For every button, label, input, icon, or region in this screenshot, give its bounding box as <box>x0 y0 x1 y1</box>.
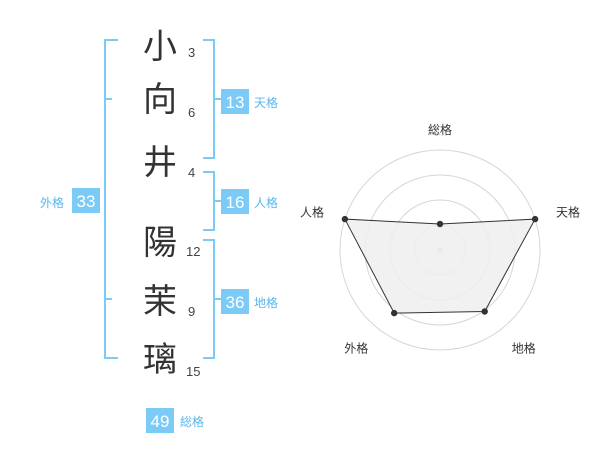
radar-axis-label-4: 外格 <box>344 341 368 356</box>
stroke-count-5: 9 <box>188 304 195 319</box>
chikaku-badge-box <box>221 289 249 314</box>
name-char-2: 向 <box>143 80 177 120</box>
stroke-count-1: 3 <box>188 45 195 60</box>
radar-point-3 <box>481 308 488 315</box>
name-char-4: 陽 <box>143 223 177 263</box>
radar-axis-label-1: 総格 <box>428 122 452 137</box>
radar-point-4 <box>391 309 398 317</box>
chikaku-badge: 36 地格 <box>221 289 278 314</box>
chikaku-value: 36 <box>226 293 245 312</box>
jinkaku-badge-box <box>221 189 249 214</box>
radar-polygon <box>344 218 536 314</box>
jinkaku-bracket <box>203 171 222 231</box>
gaikaku-badge: 外格 33 <box>40 188 100 213</box>
name-char-6: 璃 <box>143 340 177 380</box>
name-column: 小 向 井 陽 茉 璃 <box>143 27 177 380</box>
radar-ring-4 <box>339 149 541 351</box>
radar-axis-label-3: 地格 <box>512 341 536 356</box>
name-char-3: 井 <box>143 143 177 183</box>
radar-point-2 <box>531 215 539 223</box>
name-char-1: 小 <box>143 27 177 67</box>
soukaku-label: 総格 <box>180 414 204 429</box>
radar-axis-label-2: 天格 <box>556 204 580 219</box>
stroke-count-3: 4 <box>188 165 195 180</box>
tenkaku-value: 13 <box>226 93 245 112</box>
chikaku-bracket <box>203 239 222 359</box>
outer-bracket <box>104 39 118 359</box>
chikaku-label: 地格 <box>254 295 278 310</box>
tenkaku-badge-box <box>221 89 249 114</box>
stroke-counts: 3 6 4 12 9 15 <box>186 45 200 379</box>
radar-axis-label-5: 人格 <box>300 204 324 219</box>
radar-point-5 <box>341 215 349 223</box>
jinkaku-badge: 16 人格 <box>221 189 278 214</box>
stroke-count-2: 6 <box>188 105 195 120</box>
jinkaku-value: 16 <box>226 193 245 212</box>
radar-points <box>341 215 539 317</box>
stroke-count-4: 12 <box>186 244 200 259</box>
tenkaku-bracket <box>203 39 222 159</box>
jinkaku-label: 人格 <box>254 195 278 210</box>
soukaku-badge-box <box>146 408 174 433</box>
tenkaku-label: 天格 <box>254 95 278 110</box>
stroke-count-6: 15 <box>186 364 200 379</box>
soukaku-value: 49 <box>151 412 170 431</box>
gaikaku-value: 33 <box>77 192 96 211</box>
gaikaku-label: 外格 <box>40 195 64 210</box>
gaikaku-badge-box <box>72 188 100 213</box>
soukaku-badge: 49 総格 <box>146 408 204 433</box>
name-char-5: 茉 <box>143 282 177 322</box>
radar-point-1 <box>436 220 444 228</box>
tenkaku-badge: 13 天格 <box>221 89 278 114</box>
